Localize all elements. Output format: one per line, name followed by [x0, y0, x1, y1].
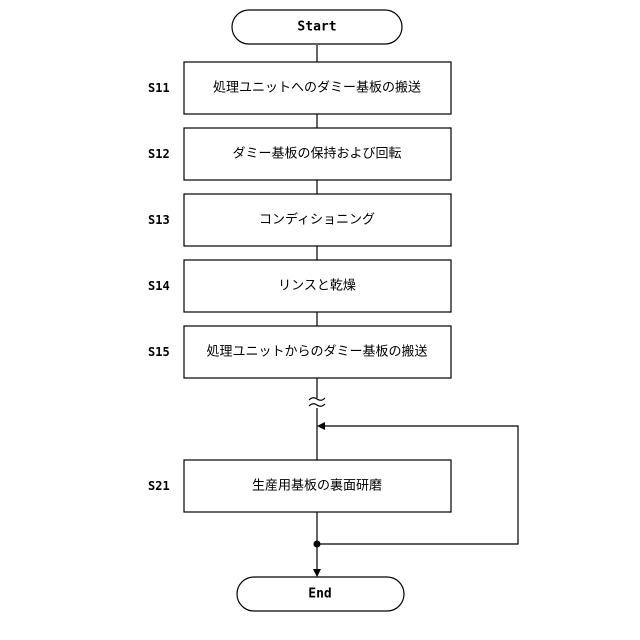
step-id-s14: S14	[148, 279, 170, 293]
start-label: Start	[297, 20, 336, 35]
step-s15: S15 処理ユニットからのダミー基板の搬送	[148, 326, 451, 378]
step-text-s13: コンディショニング	[259, 212, 375, 228]
end-label: End	[308, 587, 331, 602]
end-terminal: End	[237, 577, 404, 611]
step-text-s21: 生産用基板の裏面研磨	[252, 478, 382, 494]
step-text-s14: リンスと乾燥	[278, 279, 356, 294]
step-s13: S13 コンディショニング	[148, 194, 451, 246]
step-id-s11: S11	[148, 81, 170, 95]
step-s12: S12 ダミー基板の保持および回転	[148, 128, 451, 180]
step-s21: S21 生産用基板の裏面研磨	[148, 460, 451, 512]
step-id-s13: S13	[148, 213, 170, 227]
step-text-s12: ダミー基板の保持および回転	[232, 147, 401, 162]
step-text-s11: 処理ユニットへのダミー基板の搬送	[213, 81, 421, 96]
junction-dot	[314, 541, 321, 548]
step-id-s12: S12	[148, 147, 170, 161]
start-terminal: Start	[232, 10, 402, 44]
break-mark	[309, 398, 325, 407]
step-id-s15: S15	[148, 345, 170, 359]
step-s11: S11 処理ユニットへのダミー基板の搬送	[148, 62, 451, 114]
step-s14: S14 リンスと乾燥	[148, 260, 451, 312]
step-text-s15: 処理ユニットからのダミー基板の搬送	[206, 345, 427, 360]
step-id-s21: S21	[148, 479, 170, 493]
loop-arrowhead	[317, 422, 325, 430]
